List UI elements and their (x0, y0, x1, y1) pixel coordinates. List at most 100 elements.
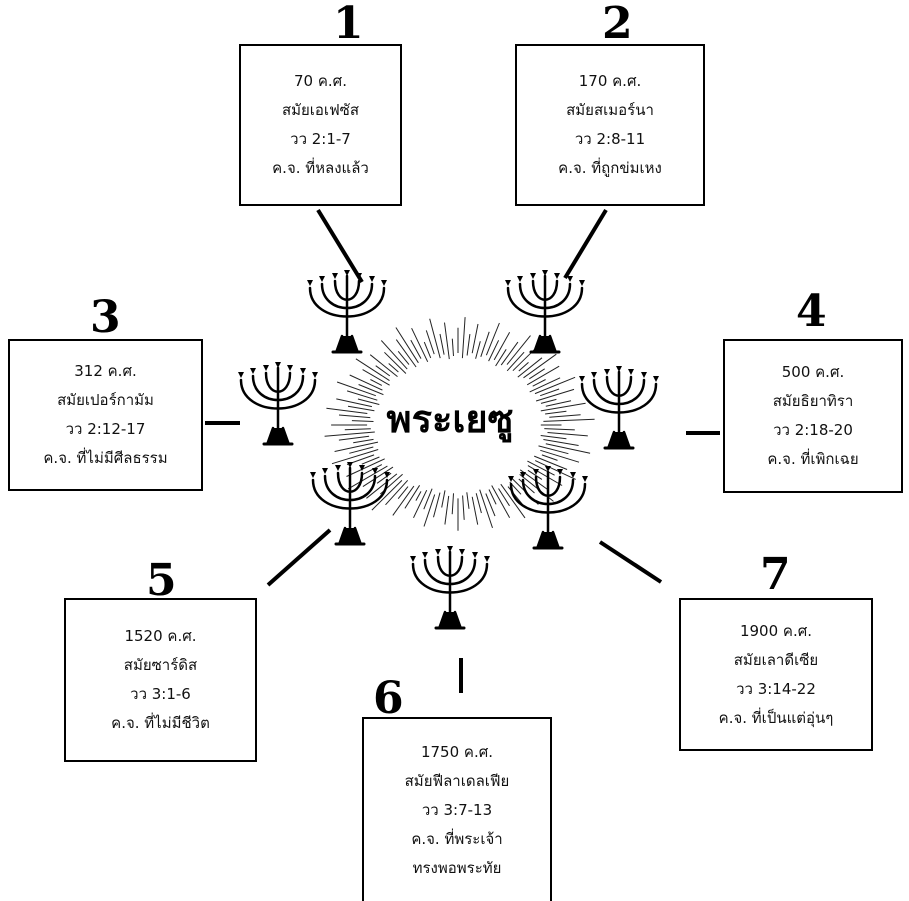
church-description: ค.จ. ที่เป็นแต่อุ่นๆ (718, 708, 834, 727)
sunburst-ray (461, 317, 466, 359)
church-description: ค.จ. ที่ไม่มีศีลธรรม (43, 449, 168, 467)
sunburst-ray (471, 496, 479, 525)
sunburst-ray (423, 488, 433, 510)
sunburst-ray (527, 460, 555, 476)
sunburst-ray (423, 341, 432, 359)
church-era: สมัยเอเฟซัส (281, 101, 360, 119)
sunburst-ray (526, 365, 560, 386)
church-description: ค.จ. ที่ถูกข่มเหง (558, 159, 662, 177)
sunburst-ray (471, 323, 479, 354)
sunburst-ray (495, 349, 507, 367)
church-number-1: 1 (333, 0, 364, 49)
sunburst-ray (500, 341, 519, 366)
church-era: สมัยสเมอร์นา (566, 101, 654, 119)
sunburst-ray (544, 428, 575, 431)
sunburst-ray (385, 479, 409, 506)
church-year: 1520 ค.ศ. (124, 627, 197, 645)
sunburst-ray (351, 420, 374, 422)
sunburst-ray (543, 418, 595, 422)
sunburst-ray (404, 485, 421, 509)
connector-5 (266, 528, 332, 587)
sunburst-ray (538, 445, 569, 455)
sunburst-ray (371, 480, 403, 511)
sunburst-ray (366, 473, 398, 499)
church-era: สมัยเปอร์กามัม (57, 391, 154, 409)
church-year: 1900 ค.ศ. (739, 621, 813, 640)
sunburst-ray (545, 400, 572, 407)
sunburst-ray (541, 454, 558, 461)
sunburst-ray (346, 458, 385, 477)
sunburst-ray (346, 390, 378, 401)
sunburst-ray (529, 377, 561, 393)
sunburst-ray (347, 465, 388, 490)
sunburst-ray (491, 485, 511, 518)
church-era: สมัยเลาดีเซีย (733, 650, 819, 669)
lampstand-icon-7 (506, 464, 590, 550)
sunburst-ray (534, 376, 576, 395)
sunburst-ray (545, 443, 591, 454)
church-box-4: 500 ค.ศ. สมัยธิยาทิรา วว 2:18-20 ค.จ. ที… (723, 339, 903, 493)
sunburst-ray (506, 351, 525, 372)
sunburst-ray (388, 363, 399, 373)
sunburst-ray (517, 357, 543, 378)
sunburst-ray (423, 494, 436, 527)
sunburst-ray (344, 428, 371, 431)
church-era: สมัยฟีลาเดลเฟีย (404, 771, 510, 790)
sunburst-ray (358, 384, 384, 396)
sunburst-ray (462, 495, 465, 520)
church-verse: วว 2:18-20 (773, 421, 853, 439)
sunburst-ray (361, 456, 380, 465)
sunburst-ray (433, 492, 441, 518)
sunburst-rays (324, 317, 595, 531)
sunburst-ray (498, 488, 510, 507)
church-year: 70 ค.ศ. (294, 72, 347, 90)
sunburst-ray (527, 465, 563, 486)
church-number-2: 2 (602, 0, 633, 49)
sunburst-ray (410, 339, 422, 359)
sunburst-ray (392, 485, 415, 516)
sunburst-ray (480, 331, 490, 357)
church-verse: วว 3:14-22 (736, 679, 816, 698)
sunburst-ray (540, 402, 586, 412)
church-description: ค.จ. ที่หลงแล้ว (272, 159, 369, 177)
sunburst-ray (362, 369, 390, 386)
sunburst-ray (395, 339, 417, 368)
church-year: 500 ค.ศ. (781, 363, 845, 381)
sunburst-ray (336, 398, 373, 408)
church-verse: วว 3:7-13 (421, 800, 493, 819)
sunburst-ray (475, 493, 482, 514)
sunburst-ray (543, 439, 579, 446)
church-number-3: 3 (90, 292, 121, 343)
church-verse: วว 2:12-17 (65, 420, 146, 438)
sunburst-ray (488, 340, 500, 362)
sunburst-ray (380, 340, 408, 370)
sunburst-ray (375, 365, 391, 377)
sunburst-ray (439, 333, 445, 355)
church-verse: วว 2:1-7 (290, 130, 351, 148)
sunburst-ray (369, 354, 398, 377)
church-era: สมัยซาร์ดิส (123, 656, 198, 674)
sunburst-ray (485, 493, 496, 517)
sunburst-ray (397, 350, 410, 365)
sunburst-ray (429, 318, 441, 359)
church-box-2: 170 ค.ศ. สมัยสเมอร์นา วว 2:8-11 ค.จ. ที่… (515, 44, 705, 206)
sunburst-ray (545, 410, 567, 415)
sunburst-ray (355, 358, 390, 382)
sunburst-ray (347, 405, 375, 412)
church-box-1: 70 ค.ศ. สมัยเอเฟซัส วว 2:1-7 ค.จ. ที่หลง… (239, 44, 402, 206)
connector-1 (316, 208, 364, 284)
sunburst-ray (334, 441, 379, 452)
church-number-5: 5 (146, 555, 177, 606)
sunburst-ray (444, 322, 450, 360)
sunburst-ray (357, 398, 380, 405)
church-description-line-2: ทรงพอพระทัย (412, 858, 502, 877)
church-description: ค.จ. ที่ไม่มีชีวิต (111, 714, 210, 732)
church-year: 312 ค.ศ. (74, 362, 137, 380)
sunburst-ray (349, 374, 383, 391)
church-verse: วว 3:1-6 (130, 685, 191, 703)
sunburst-ray (518, 362, 529, 372)
sunburst-ray (518, 478, 535, 494)
sunburst-ray (547, 432, 588, 437)
